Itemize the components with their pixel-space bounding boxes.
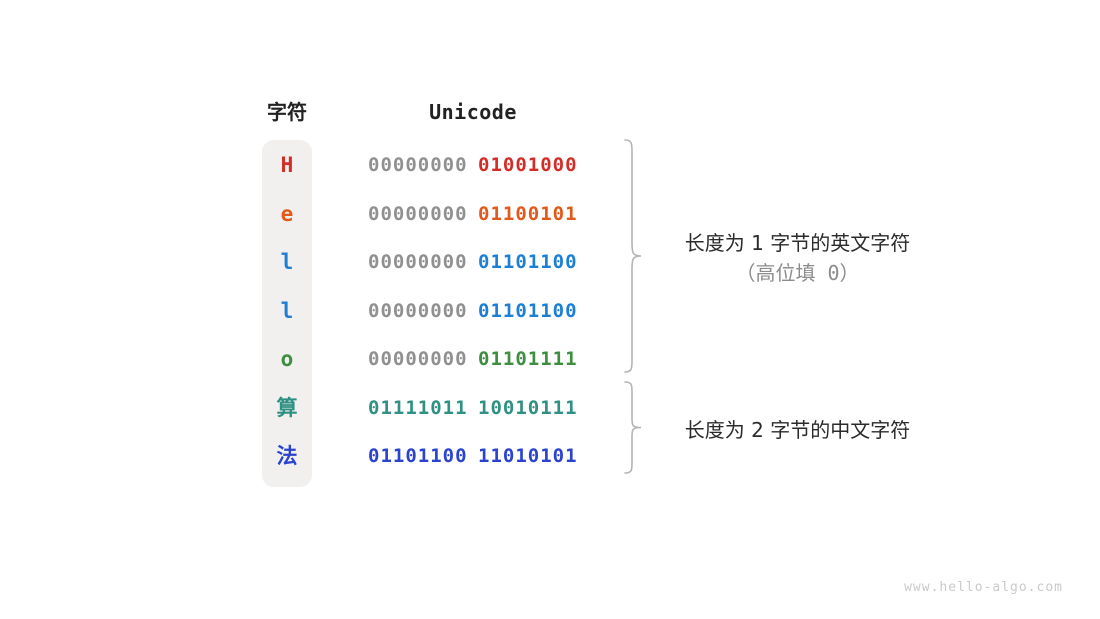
high-byte-value: 00000000 bbox=[368, 154, 468, 176]
encoding-row: o 00000000 01101111 bbox=[0, 343, 1100, 375]
character-cell: H bbox=[280, 153, 294, 177]
watermark-url: www.hello-algo.com bbox=[904, 580, 1063, 595]
high-byte-value: 00000000 bbox=[368, 348, 468, 370]
low-byte-value: 01001000 bbox=[478, 154, 578, 176]
encoding-row: l 00000000 01101100 bbox=[0, 246, 1100, 278]
character-cell: 法 bbox=[276, 444, 298, 468]
brace-chinese-group-icon bbox=[624, 381, 642, 474]
brace-english-group-icon bbox=[624, 139, 642, 373]
low-byte-value: 01100101 bbox=[478, 202, 578, 225]
character-cell: l bbox=[280, 250, 294, 274]
character-cell: 算 bbox=[276, 395, 298, 420]
low-byte-value: 01101100 bbox=[478, 299, 578, 322]
character-cell: o bbox=[280, 347, 294, 371]
annotation-english-chars-line2: （高位填 0） bbox=[735, 261, 860, 285]
high-byte-value: 00000000 bbox=[368, 202, 468, 225]
annotation-english-chars-line1: 长度为 1 字节的英文字符 bbox=[684, 231, 911, 255]
encoding-row: e 00000000 01100101 bbox=[0, 198, 1100, 230]
low-byte-value: 01101111 bbox=[478, 348, 578, 370]
character-cell: l bbox=[280, 298, 294, 323]
character-column-background bbox=[262, 140, 312, 487]
column-header-character: 字符 bbox=[267, 100, 307, 124]
character-cell: e bbox=[280, 201, 294, 226]
encoding-row: 算 01111011 10010111 bbox=[0, 392, 1100, 424]
encoding-row: 法 01101100 11010101 bbox=[0, 440, 1100, 472]
high-byte-value: 00000000 bbox=[368, 251, 468, 273]
high-byte-value: 00000000 bbox=[368, 299, 468, 322]
low-byte-value: 10010111 bbox=[478, 396, 578, 419]
column-header-unicode: Unicode bbox=[429, 100, 517, 124]
encoding-row: l 00000000 01101100 bbox=[0, 295, 1100, 327]
encoding-row: H 00000000 01001000 bbox=[0, 149, 1100, 181]
high-byte-value: 01101100 bbox=[368, 445, 468, 467]
low-byte-value: 01101100 bbox=[478, 251, 578, 273]
high-byte-value: 01111011 bbox=[368, 396, 468, 419]
low-byte-value: 11010101 bbox=[478, 445, 578, 467]
annotation-chinese-chars: 长度为 2 字节的中文字符 bbox=[684, 418, 911, 442]
